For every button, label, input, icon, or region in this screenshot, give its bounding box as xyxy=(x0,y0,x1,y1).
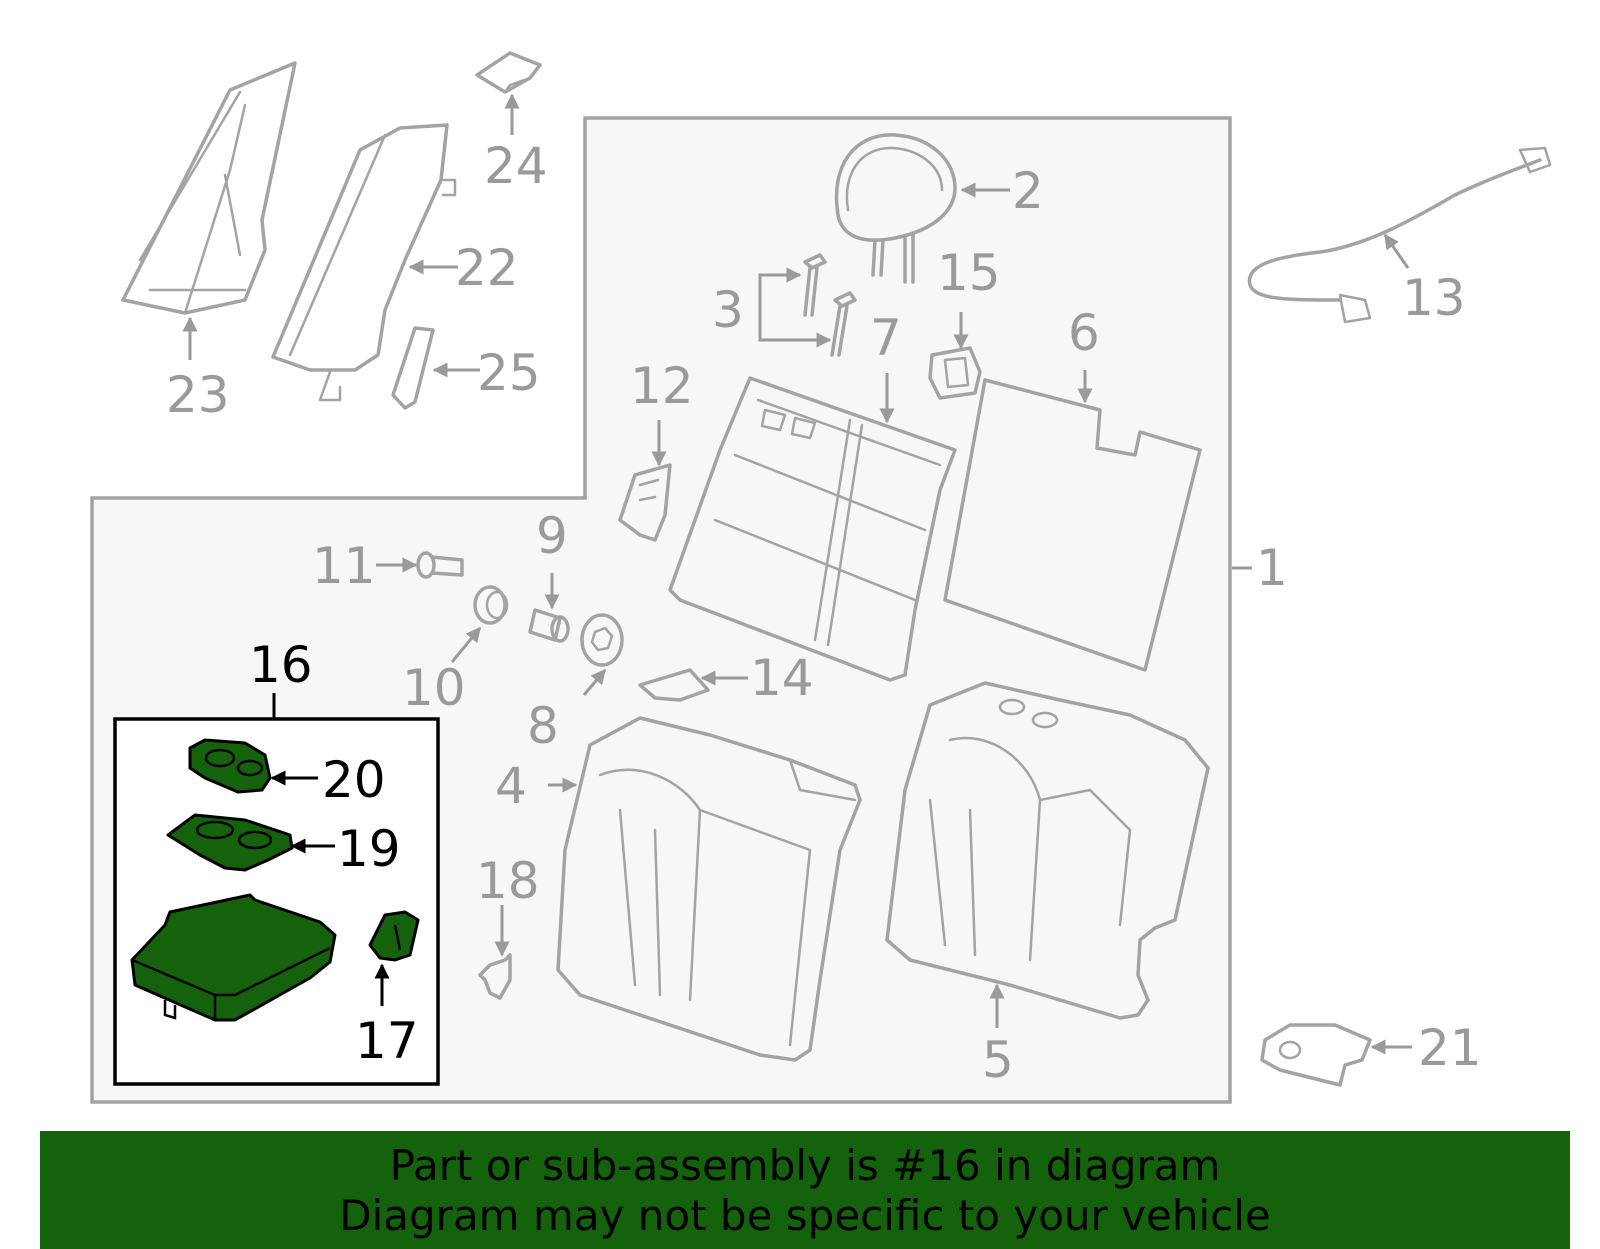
part-12-bracket-icon xyxy=(618,463,672,542)
info-banner: Part or sub-assembly is #16 in diagram D… xyxy=(40,1131,1570,1249)
part-9-sleeve-icon xyxy=(528,608,570,643)
callout-11: 11 xyxy=(312,537,376,595)
callout-17: 17 xyxy=(355,1012,419,1070)
callout-22: 22 xyxy=(455,239,519,297)
part-8-nut-icon xyxy=(580,613,624,667)
callout-2: 2 xyxy=(1012,162,1044,220)
callout-21: 21 xyxy=(1418,1019,1482,1077)
callout-24: 24 xyxy=(484,137,548,195)
leader-lines xyxy=(182,93,1412,1055)
part-2-headrest-icon xyxy=(834,133,957,284)
part-20-cupholder-insert-icon xyxy=(188,738,272,794)
part-14-cover-icon xyxy=(638,668,710,702)
callout-14: 14 xyxy=(750,649,814,707)
callout-13: 13 xyxy=(1402,269,1466,327)
callout-3: 3 xyxy=(712,281,744,339)
part-15-latch-icon xyxy=(928,346,982,400)
callout-labels: 1 2 3 4 5 6 7 8 9 10 11 12 13 14 15 18 2… xyxy=(166,137,1482,1089)
callout-23: 23 xyxy=(166,366,230,424)
part-19-cupholder-tray-icon xyxy=(166,813,294,872)
callout-18: 18 xyxy=(476,852,540,910)
callout-7: 7 xyxy=(870,309,902,367)
part-4-cushion-icon xyxy=(556,716,862,1062)
banner-line-1: Part or sub-assembly is #16 in diagram xyxy=(389,1141,1221,1190)
part-5-cushion-icon xyxy=(885,681,1210,1020)
callout-labels-highlight: 16 17 19 20 xyxy=(249,636,419,1070)
callout-4: 4 xyxy=(495,757,527,815)
callout-12: 12 xyxy=(630,357,694,415)
callout-1: 1 xyxy=(1256,539,1288,597)
part-22-bolster-icon xyxy=(271,123,457,402)
leader-lines-highlight xyxy=(270,770,390,1006)
part-16-storage-bin-icon xyxy=(130,893,337,1022)
callout-15: 15 xyxy=(937,244,1001,302)
callout-16: 16 xyxy=(249,636,313,694)
part-13-harness-icon xyxy=(1247,146,1552,324)
banner-line-2: Diagram may not be specific to your vehi… xyxy=(339,1191,1271,1240)
part-24-cap-icon xyxy=(475,51,542,94)
part-21-bracket-icon xyxy=(1260,1023,1372,1087)
part-25-trim-icon xyxy=(391,326,435,410)
callout-5: 5 xyxy=(982,1031,1014,1089)
callout-6: 6 xyxy=(1068,304,1100,362)
part-23-bolster-icon xyxy=(121,61,297,315)
callout-25: 25 xyxy=(477,344,541,402)
part-10-bushing-icon xyxy=(473,585,509,625)
callout-9: 9 xyxy=(536,507,568,565)
callout-20: 20 xyxy=(322,751,386,809)
callout-8: 8 xyxy=(527,697,559,755)
part-18-clip-icon xyxy=(478,953,512,1000)
callout-10: 10 xyxy=(402,659,466,717)
part-7-frame-icon xyxy=(668,376,957,682)
part-6-panel-icon xyxy=(943,378,1202,672)
callout-19: 19 xyxy=(337,820,401,878)
part-17-clip-icon xyxy=(368,910,420,962)
part-3-guide-icon xyxy=(803,253,857,357)
part-11-bolt-icon xyxy=(416,551,464,579)
